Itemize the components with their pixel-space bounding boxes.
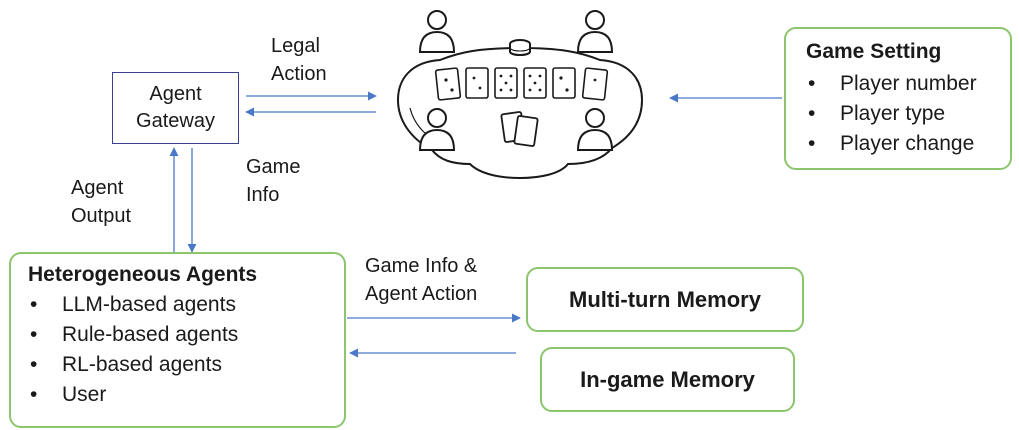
agents-list: LLM-based agents Rule-based agents RL-ba… — [28, 290, 344, 410]
label-agent-output-line2: Output — [71, 205, 132, 227]
label-game-info-line2: Info — [246, 184, 280, 206]
agents-item: LLM-based agents — [28, 290, 344, 320]
game-setting-title: Game Setting — [806, 40, 942, 63]
label-game-info-agent-action-line1: Game Info & — [365, 255, 478, 277]
label-legal-action-line2: Action — [271, 63, 327, 85]
game-setting-box: Game Setting Player number Player type P… — [784, 27, 1012, 170]
multi-turn-memory-box: Multi-turn Memory — [526, 267, 804, 332]
multi-turn-memory-label: Multi-turn Memory — [569, 286, 761, 312]
label-agent-output-line1: Agent — [71, 177, 124, 199]
agents-item: RL-based agents — [28, 350, 344, 380]
label-legal-action-line1: Legal — [271, 35, 320, 57]
game-setting-item: Player number — [806, 69, 1010, 99]
player-icon-bottom-right — [576, 108, 614, 151]
agents-item: User — [28, 380, 344, 410]
agent-gateway-box: Agent Gateway — [112, 72, 239, 144]
card-pips — [444, 74, 597, 92]
game-setting-list: Player number Player type Player change — [806, 69, 1010, 159]
label-game-info-agent-action-line2: Agent Action — [365, 283, 478, 305]
game-setting-item: Player type — [806, 99, 1010, 129]
in-game-memory-label: In-game Memory — [580, 366, 755, 392]
heterogeneous-agents-box: Heterogeneous Agents LLM-based agents Ru… — [9, 252, 346, 428]
agent-gateway-line2: Gateway — [136, 110, 215, 132]
player-icon-top-left — [418, 10, 456, 53]
agents-item: Rule-based agents — [28, 320, 344, 350]
label-legal-action: Legal Action — [271, 32, 327, 88]
label-game-info-line1: Game — [246, 156, 301, 178]
label-game-info: Game Info — [246, 153, 300, 209]
agent-gateway-line1: Agent — [149, 83, 202, 105]
label-agent-output: Agent Output — [71, 174, 131, 230]
player-icon-top-right — [576, 10, 614, 53]
deck-icon — [500, 111, 539, 147]
table-outline — [396, 46, 644, 180]
agents-title: Heterogeneous Agents — [28, 263, 258, 286]
in-game-memory-box: In-game Memory — [540, 347, 795, 412]
player-icon-bottom-left — [418, 108, 456, 151]
label-game-info-agent-action: Game Info & Agent Action — [365, 252, 477, 308]
game-setting-item: Player change — [806, 129, 1010, 159]
cards-row — [434, 67, 609, 101]
